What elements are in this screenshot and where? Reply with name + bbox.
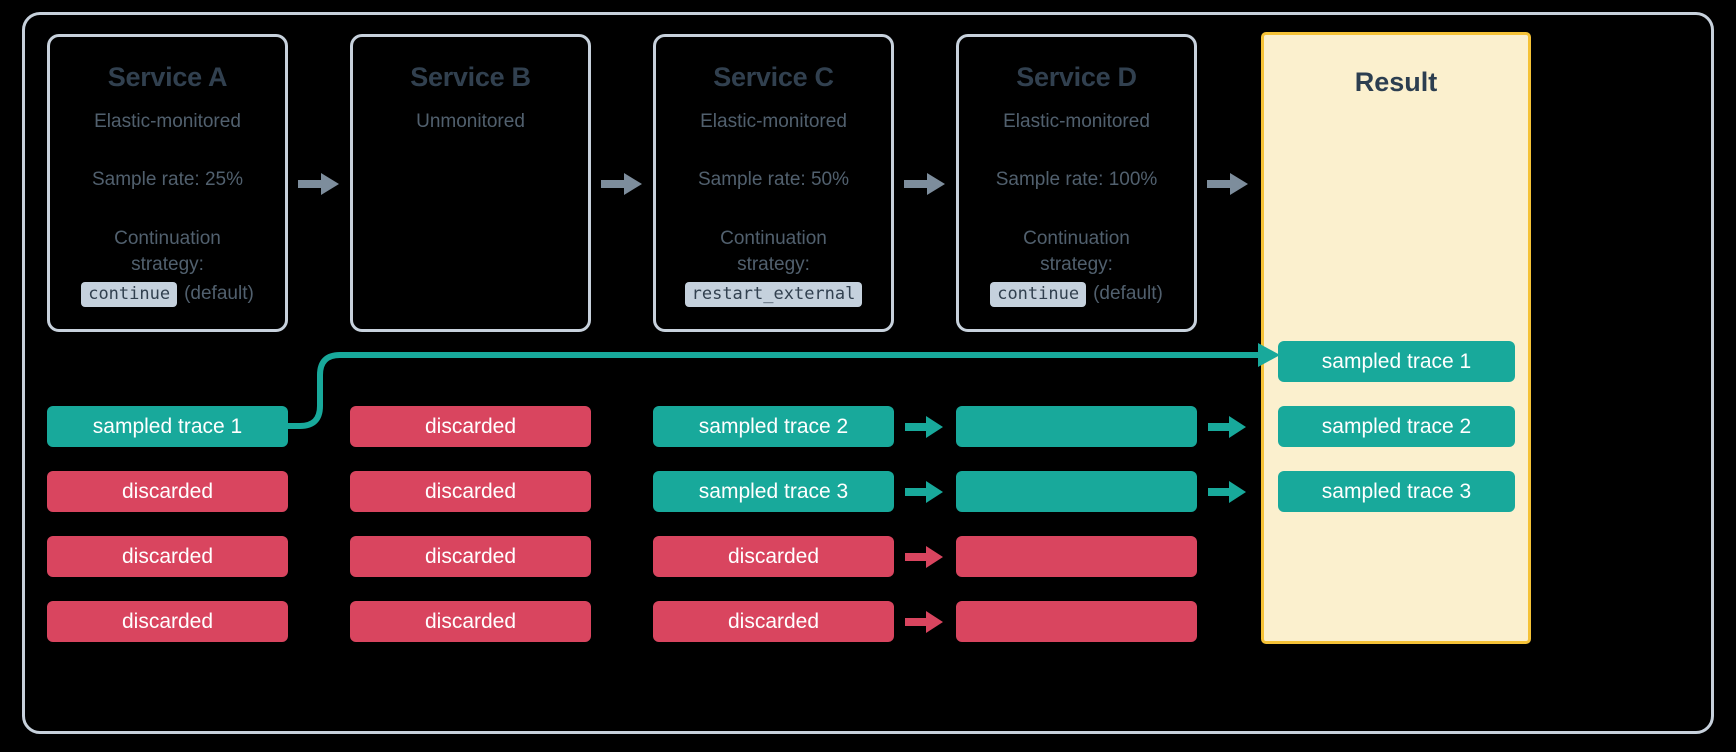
arrow-a-to-b-icon [298, 173, 339, 195]
service-d-strategy-line: continue (default) [990, 281, 1163, 308]
service-c-sample-rate: Sample rate: 50% [697, 169, 850, 191]
service-c-strategy-value: restart_external [684, 281, 863, 308]
trace-d-row-3 [956, 536, 1197, 577]
service-c-strategy-line: restart_external [684, 281, 863, 308]
service-a-monitoring: Elastic-monitored [94, 110, 241, 132]
service-d-title: Service D [1016, 62, 1137, 92]
arrow-trace-d1-to-result-icon [1208, 416, 1246, 438]
trace-a-row-2: discarded [47, 471, 288, 512]
arrow-trace-c2-to-d2-icon [905, 481, 943, 503]
service-d-strategy-label: strategy: [1040, 253, 1113, 275]
trace-b-row-2: discarded [350, 471, 591, 512]
trace-d-row-1 [956, 406, 1197, 447]
result-title: Result [1354, 67, 1438, 97]
trace-d-row-4 [956, 601, 1197, 642]
trace-d-row-2 [956, 471, 1197, 512]
arrow-b-to-c-icon [601, 173, 642, 195]
trace-a-row-1: sampled trace 1 [47, 406, 288, 447]
service-d-monitoring: Elastic-monitored [1003, 110, 1150, 132]
service-a-strategy-value: continue [81, 281, 178, 308]
service-box-b: Service B Unmonitored [350, 34, 591, 332]
arrow-trace-c1-to-d1-icon [905, 416, 943, 438]
trace-b-row-3: discarded [350, 536, 591, 577]
diagram-outer-frame [22, 12, 1714, 734]
arrow-trace-d2-to-result-icon [1208, 481, 1246, 503]
service-d-strategy-value: continue [990, 281, 1087, 308]
trace-b-row-1: discarded [350, 406, 591, 447]
result-trace-1: sampled trace 1 [1278, 341, 1515, 382]
service-c-monitoring: Elastic-monitored [700, 110, 847, 132]
service-a-strategy-note: (default) [184, 282, 254, 304]
service-box-a: Service A Elastic-monitored Sample rate:… [47, 34, 288, 332]
trace-a-row-3: discarded [47, 536, 288, 577]
service-a-sample-rate: Sample rate: 25% [91, 169, 244, 191]
service-c-strategy-label: strategy: [737, 253, 810, 275]
service-b-monitoring: Unmonitored [416, 110, 525, 132]
service-d-continuation-label: Continuation [1023, 228, 1130, 250]
service-c-continuation-label: Continuation [720, 228, 827, 250]
arrow-c-to-d-icon [904, 173, 945, 195]
service-a-continuation-label: Continuation [114, 228, 221, 250]
service-box-c: Service C Elastic-monitored Sample rate:… [653, 34, 894, 332]
result-panel: Result [1261, 32, 1531, 644]
service-b-title: Service B [410, 62, 531, 92]
service-box-d: Service D Elastic-monitored Sample rate:… [956, 34, 1197, 332]
service-a-title: Service A [107, 62, 228, 92]
arrow-d-to-result-icon [1207, 173, 1248, 195]
service-a-strategy-label: strategy: [131, 253, 204, 275]
trace-c-row-1: sampled trace 2 [653, 406, 894, 447]
service-d-sample-rate: Sample rate: 100% [995, 169, 1158, 191]
service-a-strategy-line: continue (default) [81, 281, 254, 308]
result-trace-2: sampled trace 2 [1278, 406, 1515, 447]
trace-c-row-2: sampled trace 3 [653, 471, 894, 512]
trace-c-row-4: discarded [653, 601, 894, 642]
service-c-title: Service C [713, 62, 834, 92]
trace-b-row-4: discarded [350, 601, 591, 642]
arrow-trace-c3-to-d3-icon [905, 546, 943, 568]
arrow-trace-c4-to-d4-icon [905, 611, 943, 633]
trace-c-row-3: discarded [653, 536, 894, 577]
service-d-strategy-note: (default) [1093, 282, 1163, 304]
trace-a-row-4: discarded [47, 601, 288, 642]
result-trace-3: sampled trace 3 [1278, 471, 1515, 512]
